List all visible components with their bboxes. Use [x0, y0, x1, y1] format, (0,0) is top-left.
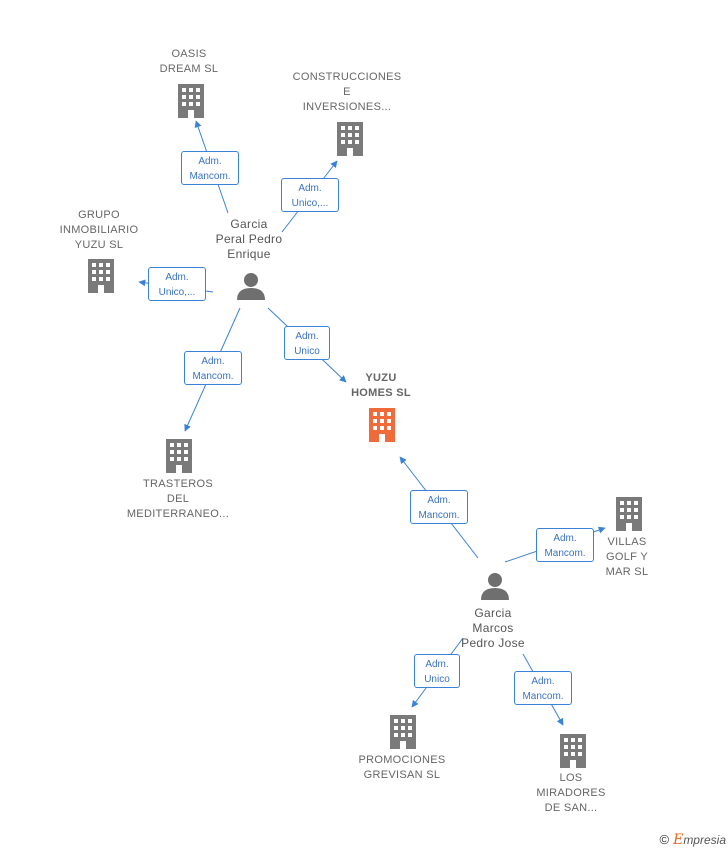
building-icon[interactable] — [390, 715, 416, 749]
node-label-oasis[interactable]: OASIS DREAM SL — [159, 48, 219, 75]
node-label-construcciones[interactable]: CONSTRUCCIONES E INVERSIONES... — [292, 71, 402, 113]
edge-label-line2: Mancom. — [418, 510, 460, 521]
building-icon[interactable] — [178, 84, 204, 118]
edge-label-line1: Adm. — [427, 495, 451, 506]
node-label-villas[interactable]: VILLAS GOLF Y MAR SL — [605, 536, 649, 578]
node-label-garcia-marcos[interactable]: Garcia Marcos Pedro Jose — [461, 606, 525, 650]
building-icon[interactable] — [560, 734, 586, 768]
building-icon[interactable] — [337, 122, 363, 156]
building-icon[interactable] — [616, 497, 642, 531]
edge-label-line2: Mancom. — [544, 548, 586, 559]
node-label-grupo[interactable]: GRUPO INMOBILIARIO YUZU SL — [59, 209, 139, 251]
building-icon-highlighted[interactable] — [369, 408, 395, 442]
brand-footer[interactable]: ©Empresia — [659, 832, 726, 848]
edge-label-yuzu-marcos[interactable]: Adm. Mancom. — [410, 490, 468, 524]
brand-logo-text: mpresia — [683, 833, 726, 847]
node-label-trasteros[interactable]: TRASTEROS DEL MEDITERRANEO... — [126, 478, 230, 520]
edge-label-trasteros[interactable]: Adm. Mancom. — [184, 351, 242, 385]
node-label-yuzu[interactable]: YUZU HOMES SL — [351, 372, 411, 399]
edge-label-line1: Adm. — [531, 676, 555, 687]
edge-label-line2: Mancom. — [192, 371, 234, 382]
copyright-icon: © — [659, 832, 670, 847]
edge-label-line1: Adm. — [295, 331, 319, 342]
node-label-garcia-peral[interactable]: Garcia Peral Pedro Enrique — [215, 217, 283, 261]
node-label-promociones[interactable]: PROMOCIONES GREVISAN SL — [358, 754, 446, 781]
edge-label-line2: Mancom. — [189, 171, 231, 182]
edge-label-line2: Mancom. — [522, 691, 564, 702]
edge-label-line1: Adm. — [165, 272, 189, 283]
edge-label-line1: Adm. — [298, 183, 322, 194]
edge-label-line2: Unico,... — [158, 287, 196, 298]
person-icon[interactable] — [237, 273, 265, 300]
edge-label-yuzu-peral[interactable]: Adm. Unico — [284, 326, 330, 360]
edge-label-promociones[interactable]: Adm. Unico — [414, 654, 460, 688]
edge-label-line2: Unico — [424, 674, 450, 685]
person-icon[interactable] — [481, 573, 509, 600]
edge-label-construcciones[interactable]: Adm. Unico,... — [281, 178, 339, 212]
edge-label-miradores[interactable]: Adm. Mancom. — [514, 671, 572, 705]
edge-label-line1: Adm. — [553, 533, 577, 544]
edge-label-line1: Adm. — [425, 659, 449, 670]
building-icon[interactable] — [166, 439, 192, 473]
edge-label-grupo[interactable]: Adm. Unico,... — [148, 267, 206, 301]
node-label-miradores[interactable]: LOS MIRADORES DE SAN... — [536, 772, 606, 814]
edge-label-oasis[interactable]: Adm. Mancom. — [181, 151, 239, 185]
edge-label-line2: Unico,... — [291, 198, 329, 209]
brand-logo-initial: E — [673, 832, 684, 848]
edge-label-line2: Unico — [294, 346, 320, 357]
edge-label-villas[interactable]: Adm. Mancom. — [536, 528, 594, 562]
edge-label-line1: Adm. — [198, 156, 222, 167]
edge-label-line1: Adm. — [201, 356, 225, 367]
building-icon[interactable] — [88, 259, 114, 293]
